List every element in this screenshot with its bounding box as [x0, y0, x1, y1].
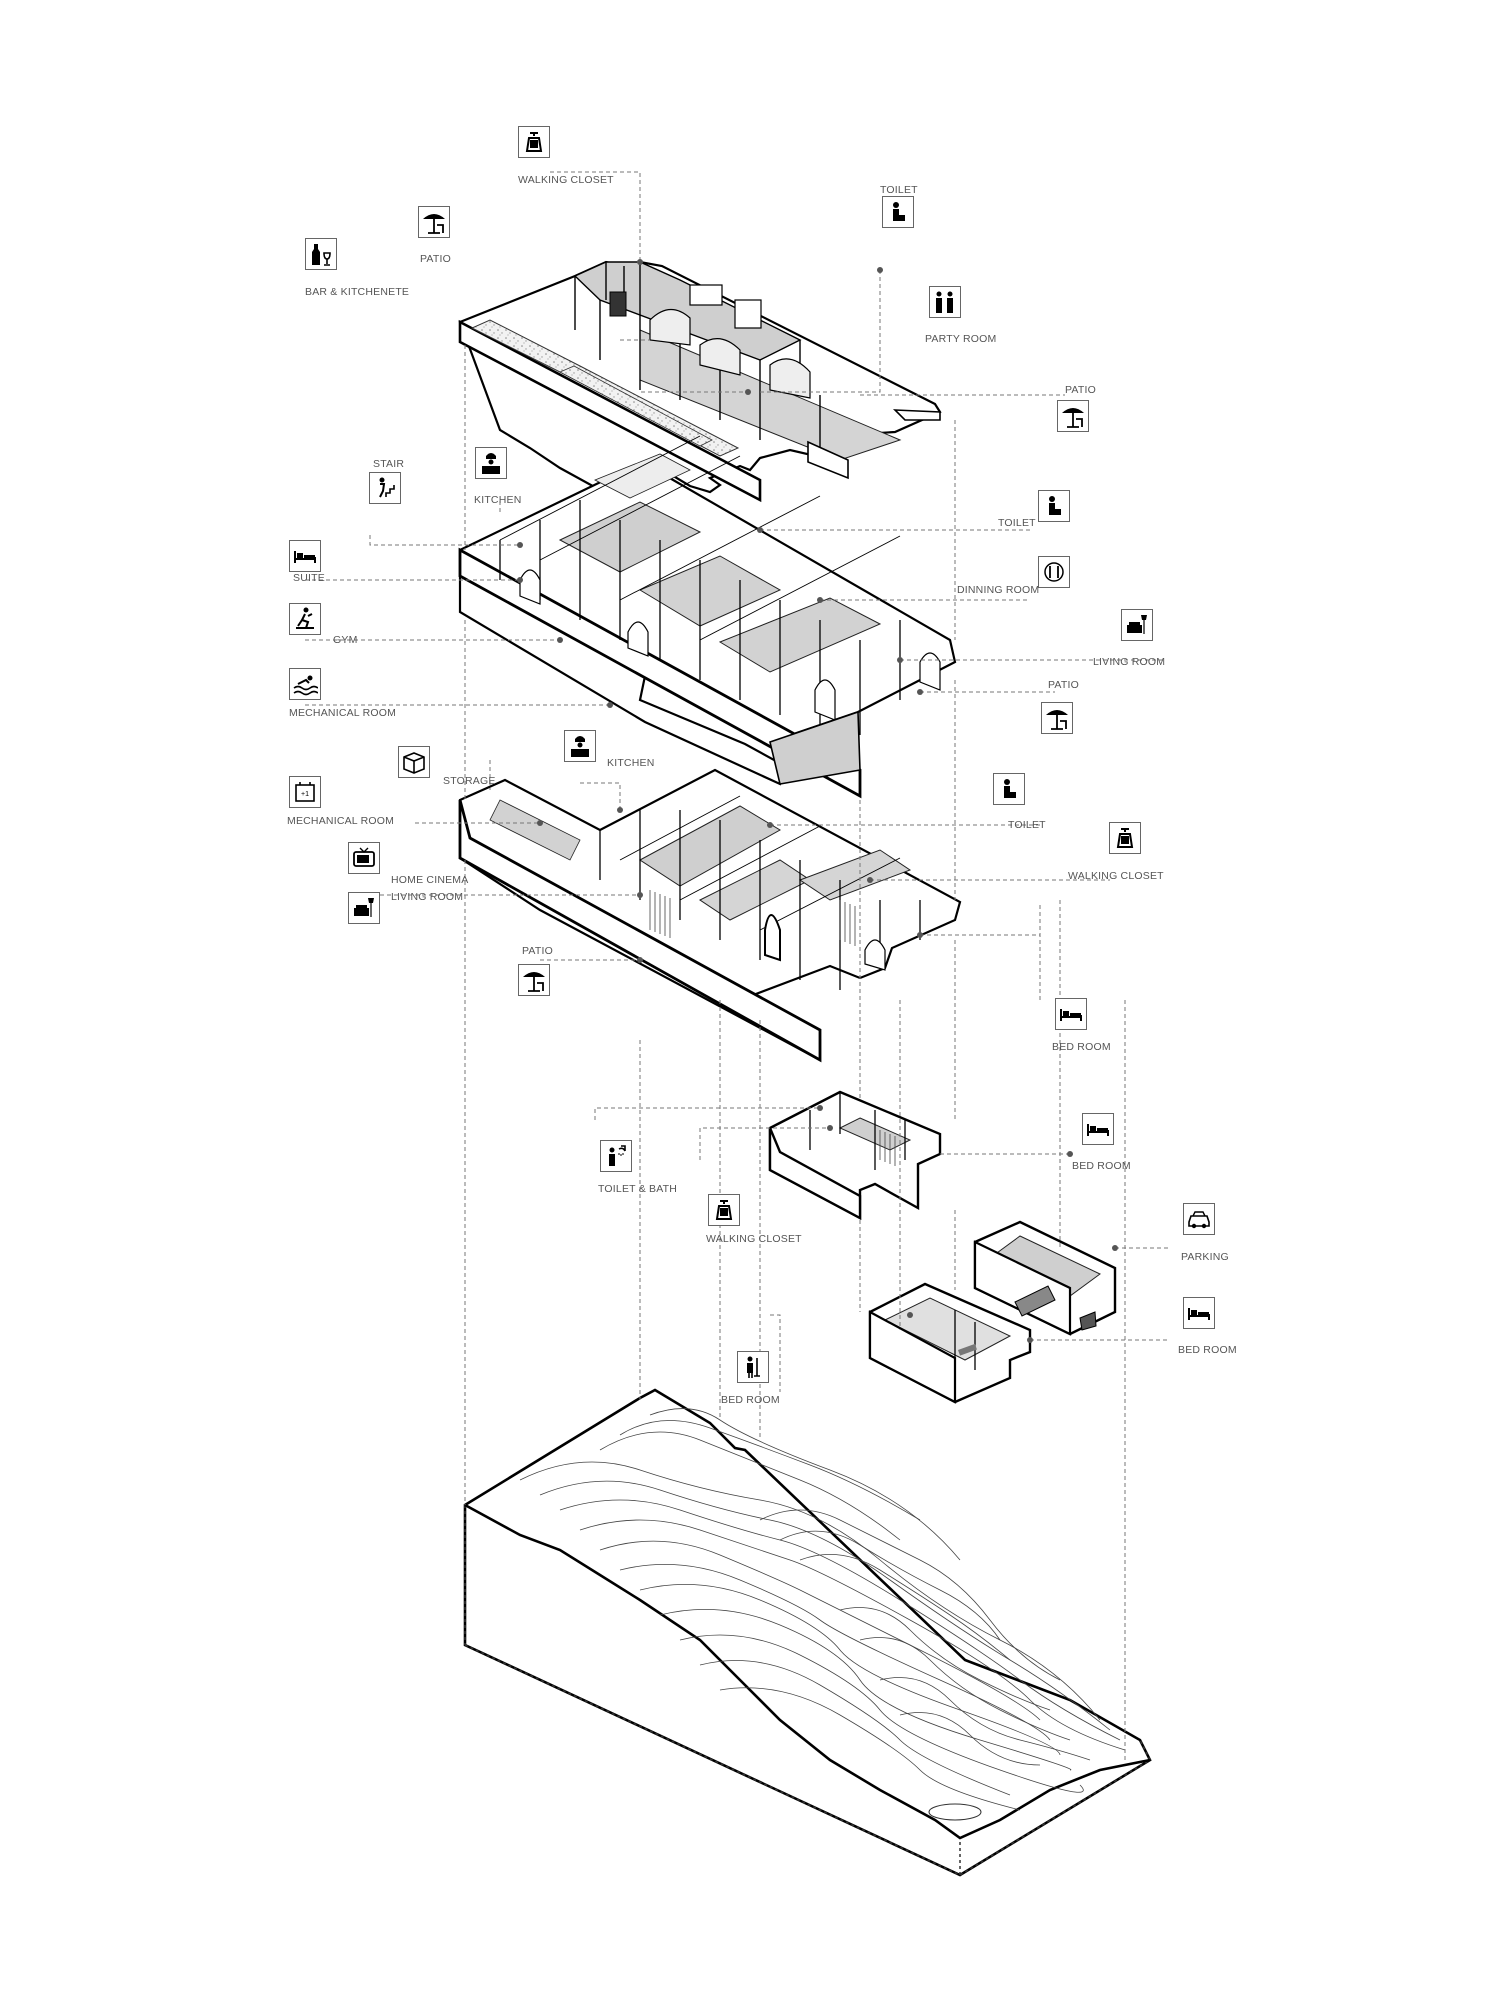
ground-floor-block: [458, 768, 962, 1063]
first-dinning-label: DINNING ROOM: [957, 584, 1040, 596]
toilet-icon: [1038, 490, 1070, 522]
first-mechanical-label: MECHANICAL ROOM: [289, 707, 397, 719]
tv-icon: [348, 842, 380, 874]
bar-kitchenette-icon: [305, 238, 337, 270]
first-suite-label: SUITE: [293, 572, 325, 584]
ground-kitchen-label: KITCHEN: [607, 757, 655, 769]
patio-icon: [1041, 702, 1073, 734]
svg-text:+1: +1: [301, 791, 309, 798]
roof-bar-label: BAR & KITCHENETE: [305, 286, 410, 298]
roof-party-room-label: PARTY ROOM: [925, 333, 997, 345]
storage-box-icon: [398, 746, 430, 778]
roof-toilet-label: TOILET: [880, 184, 918, 196]
basement-block: [868, 1220, 1117, 1404]
leader-dots: [517, 259, 1118, 1343]
living-room-icon: [348, 892, 380, 924]
lower-bed-label: BED ROOM: [1072, 1160, 1131, 1172]
kitchen-icon: [564, 730, 596, 762]
ground-toilet-label: TOILET: [1008, 819, 1046, 831]
mechanical-icon: +1: [289, 776, 321, 808]
basement-parking-label: PARKING: [1181, 1251, 1229, 1263]
patio-icon: [518, 964, 550, 996]
lower-toilet-bath-label: TOILET & BATH: [598, 1183, 678, 1195]
ground-patio-label: PATIO: [522, 945, 553, 957]
toilet-icon: [882, 196, 914, 228]
terrain-contour-block: [463, 1388, 1152, 1877]
walking-closet-icon: [708, 1194, 740, 1226]
toilet-icon: [993, 773, 1025, 805]
party-room-icon: [929, 286, 961, 318]
bed-icon: [289, 540, 321, 572]
bed-icon: [1183, 1297, 1215, 1329]
walking-closet-icon: [1109, 822, 1141, 854]
roof-patio-left-label: PATIO: [420, 253, 451, 265]
roof-floor-block: [458, 260, 942, 503]
ground-home-cinema-label: HOME CINEMA: [391, 874, 469, 886]
first-toilet-label: TOILET: [998, 517, 1036, 529]
car-icon: [1183, 1203, 1215, 1235]
lower-walking-closet-label: WALKING CLOSET: [706, 1233, 802, 1245]
basement-bed2-label: BED ROOM: [1178, 1344, 1237, 1356]
first-stair-label: STAIR: [373, 458, 405, 470]
lower-floor-block: [768, 1090, 942, 1220]
shower-icon: [600, 1140, 632, 1172]
bed-icon: [1055, 998, 1087, 1030]
first-floor-block: [458, 435, 957, 799]
basement-bed1-label: BED ROOM: [721, 1394, 780, 1406]
gym-icon: [289, 603, 321, 635]
ground-walking-closet-label: WALKING CLOSET: [1068, 870, 1164, 882]
first-patio-label: PATIO: [1048, 679, 1079, 691]
patio-icon: [418, 206, 450, 238]
stair-icon: [369, 472, 401, 504]
ground-mechanical-label: MECHANICAL ROOM: [287, 815, 395, 827]
patio-icon: [1057, 400, 1089, 432]
swimming-icon: [289, 668, 321, 700]
living-room-icon: [1121, 609, 1153, 641]
cleaning-icon: [737, 1351, 769, 1383]
bed-icon: [1082, 1113, 1114, 1145]
dining-icon: [1038, 556, 1070, 588]
roof-walking-closet-label: WALKING CLOSET: [518, 174, 614, 186]
first-living-label: LIVING ROOM: [1093, 656, 1166, 668]
walking-closet-icon: [518, 126, 550, 158]
ground-storage-label: STORAGE: [443, 775, 496, 787]
ground-living-label: LIVING ROOM: [391, 891, 464, 903]
first-gym-label: GYM: [333, 634, 358, 646]
kitchen-icon: [475, 447, 507, 479]
roof-patio-right-label: PATIO: [1065, 384, 1096, 396]
first-kitchen-label: KITCHEN: [474, 494, 522, 506]
ground-bed-label: BED ROOM: [1052, 1041, 1111, 1053]
